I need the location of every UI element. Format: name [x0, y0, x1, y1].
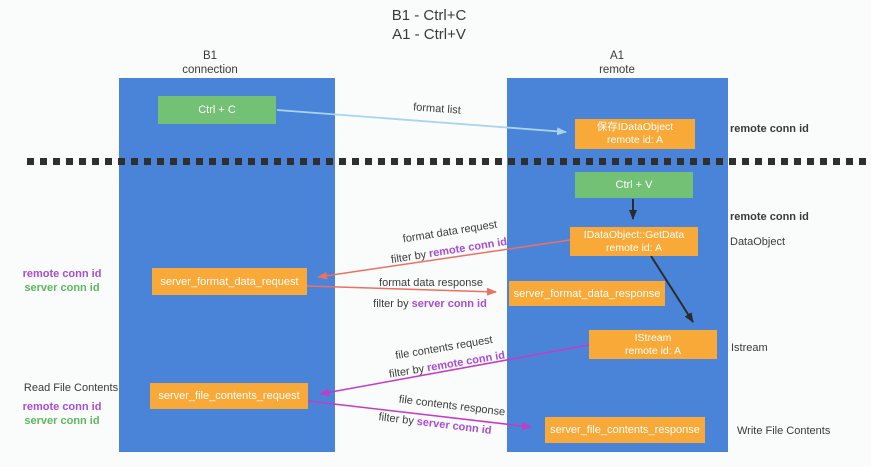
arrow-getdata-to-istream [650, 255, 694, 323]
column-b1-title: B1 [202, 50, 218, 62]
label-filter-format-response-prefix: filter by [373, 298, 409, 310]
diagram-title: B1 - Ctrl+C A1 - Ctrl+V [294, 6, 564, 44]
node-server-file-contents-request: server_file_contents_request [150, 383, 308, 409]
title-line-1: B1 - Ctrl+C [391, 7, 467, 24]
column-header-a1: A1 remote [537, 49, 697, 77]
node-ctrl-c-label: Ctrl + C [198, 104, 236, 116]
node-save-idataobject-line2: remote id: A [606, 134, 664, 146]
annotation-file-remote-conn-id: remote conn id [22, 401, 102, 413]
label-format-data-response: format data response [379, 277, 483, 289]
node-ctrl-c: Ctrl + C [158, 96, 276, 124]
annotation-istream: Istream [731, 342, 768, 354]
annotation-write-file-contents: Write File Contents [737, 425, 831, 437]
column-a1-title: A1 [609, 50, 625, 62]
annotation-file-server-conn-id: server conn id [24, 415, 100, 427]
node-save-idataobject-line1: 保存IDataObject [596, 121, 674, 133]
node-idataobject-getdata-line1: IDataObject::GetData [583, 228, 685, 241]
column-a1-subtitle: remote [599, 64, 635, 76]
arrow-format-list [276, 109, 567, 136]
node-ctrl-v-label: Ctrl + V [615, 179, 653, 191]
title-line-2: A1 - Ctrl+V [392, 26, 466, 43]
node-server-file-contents-response: server_file_contents_response [545, 417, 705, 443]
node-idataobject-getdata: IDataObject::GetData remote id: A [570, 227, 698, 256]
annotation-file-conn-ids: remote conn id server conn id [12, 400, 112, 428]
label-filter-format-response-key: server conn id [411, 298, 487, 310]
annotation-format-conn-ids: remote conn id server conn id [12, 267, 112, 295]
node-server-format-data-request: server_format_data_request [152, 268, 307, 295]
annotation-dataobject: DataObject [730, 236, 786, 248]
column-header-b1: B1 connection [130, 49, 290, 77]
column-b1-subtitle: connection [182, 64, 238, 76]
annotation-format-server-conn-id: server conn id [24, 282, 100, 294]
node-server-format-data-response-label: server_format_data_response [513, 287, 661, 300]
arrow-format-data-response [306, 285, 497, 296]
node-save-idataobject: 保存IDataObject remote id: A [575, 119, 695, 149]
node-ctrl-v: Ctrl + V [575, 172, 693, 198]
node-istream-line1: IStream [634, 331, 672, 344]
node-server-file-contents-response-label: server_file_contents_response [550, 424, 700, 436]
node-istream: IStream remote id: A [589, 330, 717, 359]
node-istream-line2: remote id: A [624, 344, 682, 357]
node-server-file-contents-request-label: server_file_contents_request [158, 390, 300, 402]
node-idataobject-getdata-line2: remote id: A [605, 241, 663, 254]
annotation-format-remote-conn-id: remote conn id [22, 268, 102, 280]
arrow-file-contents-request [319, 344, 590, 397]
arrow-format-data-request [317, 239, 571, 280]
node-server-format-data-request-label: server_format_data_request [160, 275, 299, 288]
dashed-divider [27, 158, 871, 165]
node-server-format-data-response: server_format_data_response [509, 281, 665, 306]
annotation-remote-conn-id-mid: remote conn id [730, 211, 809, 223]
annotation-remote-conn-id-top: remote conn id [730, 123, 809, 135]
annotation-read-file-contents: Read File Contents [23, 382, 119, 394]
arrow-file-contents-response [307, 400, 532, 430]
